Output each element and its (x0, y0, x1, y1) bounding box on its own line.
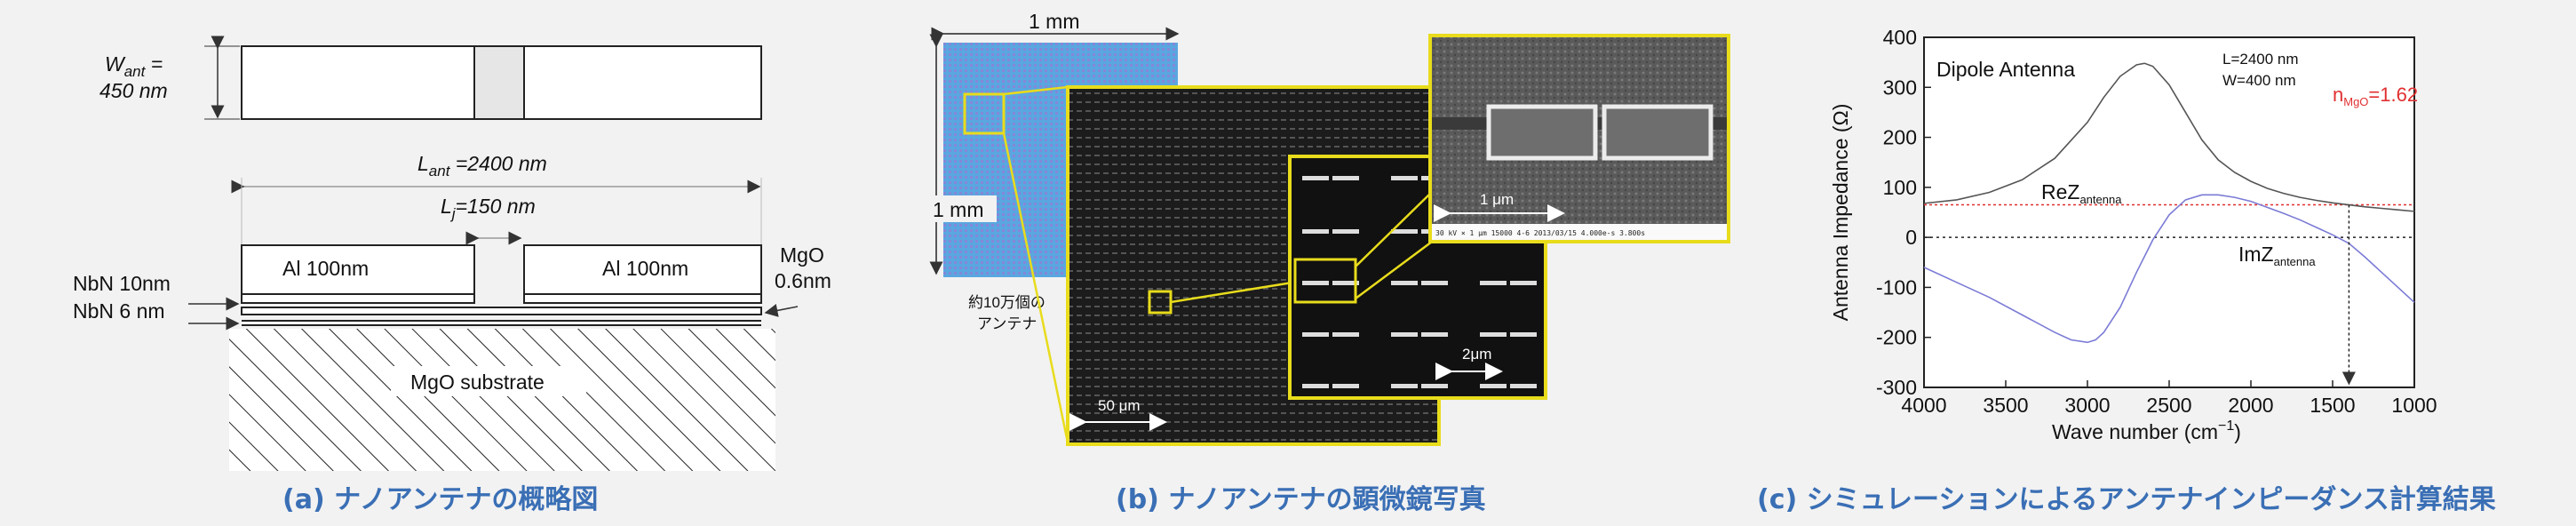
re-z-series-line (1923, 62, 2415, 212)
al-right-label: Al 100nm (602, 257, 688, 280)
annotation-l: L=2400 nm (2222, 51, 2299, 68)
y-axis-ticks: 400 300 200 100 0 -100 -200 -300 (1876, 26, 1931, 399)
nbn-top-layer-right (523, 293, 762, 304)
y-tick-label: -100 (1876, 275, 1917, 299)
substrate-label: MgO substrate (410, 371, 545, 394)
mgo-value: 0.6nm (775, 269, 831, 292)
al-left-block (241, 244, 475, 295)
x-tick-label: 4000 (1901, 394, 1946, 417)
x-tick-label: 2500 (2146, 394, 2191, 417)
im-z-label: ImZantenna (2238, 243, 2316, 268)
y-axis-label: Antenna Impedance (Ω) (1829, 104, 1852, 322)
re-z-label: ReZantenna (2041, 180, 2122, 206)
scale-1mm-side: 1 mm (933, 198, 984, 221)
caption-c: (c) シミュレーションによるアンテナインピーダンス計算結果 (1757, 484, 2496, 515)
mgo-label: MgO (780, 243, 824, 267)
l-ant-label: Lant =2400 nm (417, 152, 547, 179)
nbn-top-layer-left (241, 293, 475, 304)
annotation-w: W=400 nm (2222, 72, 2296, 89)
antenna-count-line2: アンテナ (977, 315, 1037, 332)
w-ant-label: Want = (105, 52, 163, 80)
caption-a: (a) ナノアンテナの概略図 (282, 484, 598, 515)
y-tick-label: 400 (1883, 26, 1917, 49)
scale-50um: 50 μm (1098, 397, 1141, 414)
y-tick-label: 300 (1883, 76, 1917, 99)
plot-area (1923, 36, 2415, 388)
x-tick-label: 1500 (2310, 394, 2355, 417)
nbn-bottom-label: NbN 6 nm (73, 299, 165, 323)
junction-gap-top-view (473, 45, 525, 120)
y-tick-label: 0 (1905, 226, 1917, 249)
scale-1mm-top: 1 mm (1029, 10, 1080, 33)
chart-title: Dipole Antenna (1936, 58, 2075, 81)
im-z-series-line (1923, 194, 2415, 344)
panel-a: Want = 450 nm Lant =2400 nm Lj=150 nm Al… (73, 36, 831, 515)
x-axis-label: Wave number (cm−1) (2052, 418, 2241, 443)
scale-1um: 1 μm (1480, 191, 1514, 208)
x-tick-label: 3500 (1983, 394, 2028, 417)
w-ant-value: 450 nm (99, 79, 168, 102)
x-tick-label: 2000 (2228, 394, 2273, 417)
panel-b: 1 mm 1 mm 約10万個の アンテナ 50 μm (927, 10, 1730, 515)
y-tick-label: -200 (1876, 326, 1917, 349)
y-tick-label: 100 (1883, 176, 1917, 199)
x-tick-label: 3000 (2064, 394, 2110, 417)
y-tick-label: -300 (1876, 376, 1917, 399)
caption-b: (b) ナノアンテナの顕微鏡写真 (1116, 484, 1486, 515)
x-axis-ticks: 4000 3500 3000 2500 2000 1500 1000 (1901, 380, 2437, 417)
l-j-label: Lj=150 nm (441, 195, 536, 222)
antenna-count-line1: 約10万個の (968, 294, 1046, 311)
x-tick-label: 1000 (2391, 394, 2437, 417)
al-right-block (523, 244, 762, 295)
nbn-bottom-layer (241, 307, 762, 315)
y-tick-label: 200 (1883, 126, 1917, 149)
sem-footer: 30 kV × 1 μm 15000 4-6 2013/03/15 4.000e… (1435, 229, 1645, 237)
scale-2um: 2μm (1462, 346, 1491, 363)
nbn-top-label: NbN 10nm (73, 272, 171, 295)
al-left-label: Al 100nm (282, 257, 369, 280)
mgo-substrate (229, 329, 775, 471)
annotation-n-mgo: nMgO=1.62 (2333, 84, 2418, 108)
